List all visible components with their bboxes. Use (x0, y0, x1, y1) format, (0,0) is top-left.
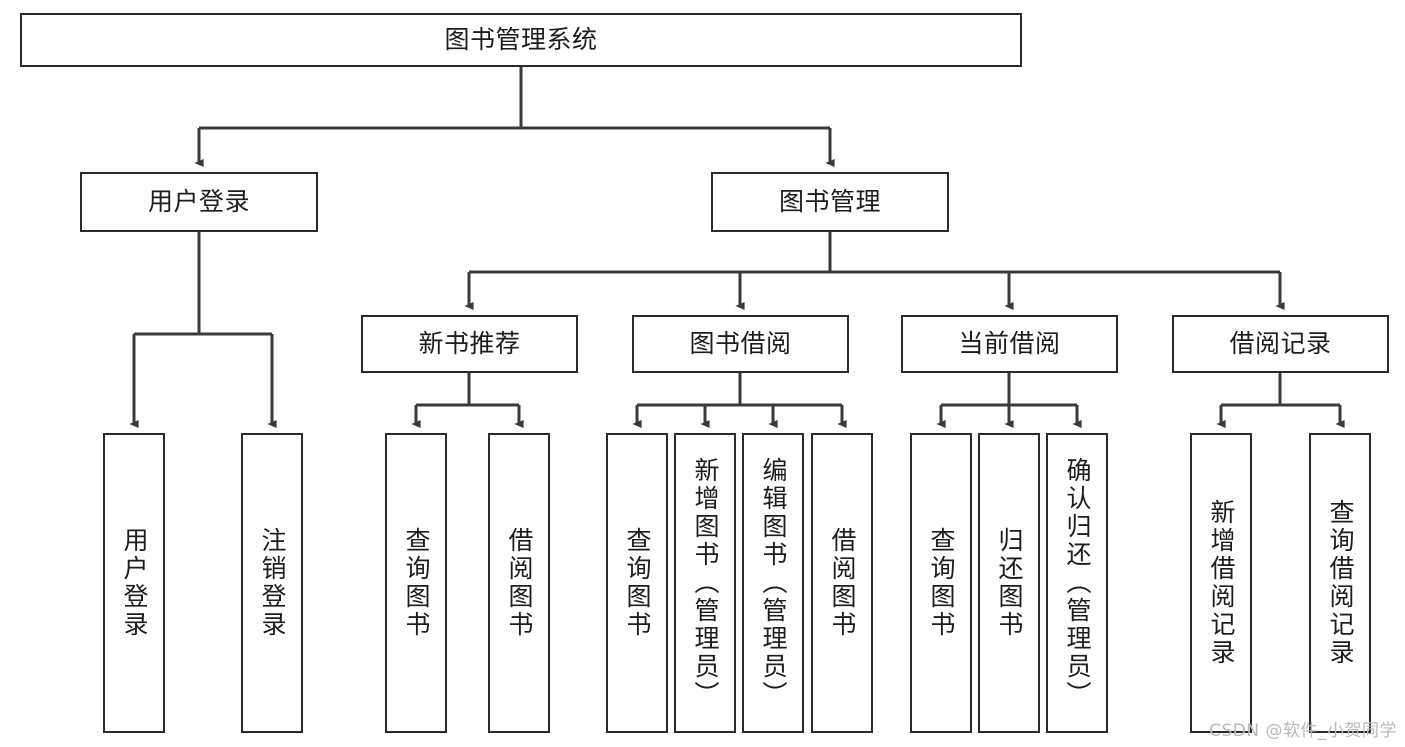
node-leaf-query-book-borrow[interactable]: 查询图书 (606, 433, 668, 733)
node-label: 查询图书 (402, 527, 431, 639)
node-current-borrow[interactable]: 当前借阅 (901, 315, 1118, 373)
node-leaf-borrow-book[interactable]: 借阅图书 (811, 433, 873, 733)
node-label: 图书管理 (778, 187, 881, 217)
node-label: 查询图书 (623, 527, 652, 639)
node-leaf-add-borrow-record[interactable]: 新增借阅记录 (1190, 433, 1252, 733)
node-label: 用户登录 (147, 187, 250, 217)
node-book-management[interactable]: 图书管理 (711, 172, 949, 232)
csdn-watermark: CSDN @软件_小贺同学 (1209, 721, 1397, 741)
node-leaf-confirm-return[interactable]: 确认归还（管理员） (1046, 433, 1108, 733)
node-root-book-management-system[interactable]: 图书管理系统 (20, 13, 1022, 67)
node-label: 新书推荐 (418, 329, 521, 359)
node-label: 归还图书 (995, 527, 1024, 639)
node-label: 新增图书（管理员） (691, 457, 720, 709)
node-leaf-user-login[interactable]: 用户登录 (103, 433, 165, 733)
node-label: 当前借阅 (958, 329, 1061, 359)
node-label: 图书管理系统 (444, 25, 598, 55)
node-label: 查询图书 (927, 527, 956, 639)
node-label: 新增借阅记录 (1207, 499, 1236, 667)
node-label: 借阅记录 (1229, 329, 1332, 359)
node-label: 查询借阅记录 (1326, 499, 1355, 667)
node-new-book-recommend[interactable]: 新书推荐 (361, 315, 578, 373)
node-label: 编辑图书（管理员） (759, 457, 788, 709)
node-label: 确认归还（管理员） (1063, 457, 1092, 709)
node-leaf-user-logout[interactable]: 注销登录 (241, 433, 303, 733)
node-leaf-query-borrow-record[interactable]: 查询借阅记录 (1309, 433, 1371, 733)
node-label: 用户登录 (120, 527, 149, 639)
node-user-login[interactable]: 用户登录 (80, 172, 318, 232)
node-label: 借阅图书 (505, 527, 534, 639)
node-label: 图书借阅 (689, 329, 792, 359)
node-leaf-edit-book[interactable]: 编辑图书（管理员） (742, 433, 804, 733)
node-leaf-query-book-recommend[interactable]: 查询图书 (385, 433, 447, 733)
node-label: 注销登录 (258, 527, 287, 639)
node-leaf-add-book[interactable]: 新增图书（管理员） (674, 433, 736, 733)
node-leaf-return-book[interactable]: 归还图书 (978, 433, 1040, 733)
node-leaf-query-book-current[interactable]: 查询图书 (910, 433, 972, 733)
node-book-borrow[interactable]: 图书借阅 (632, 315, 849, 373)
node-leaf-borrow-book-recommend[interactable]: 借阅图书 (488, 433, 550, 733)
node-label: 借阅图书 (828, 527, 857, 639)
node-borrow-record[interactable]: 借阅记录 (1172, 315, 1389, 373)
